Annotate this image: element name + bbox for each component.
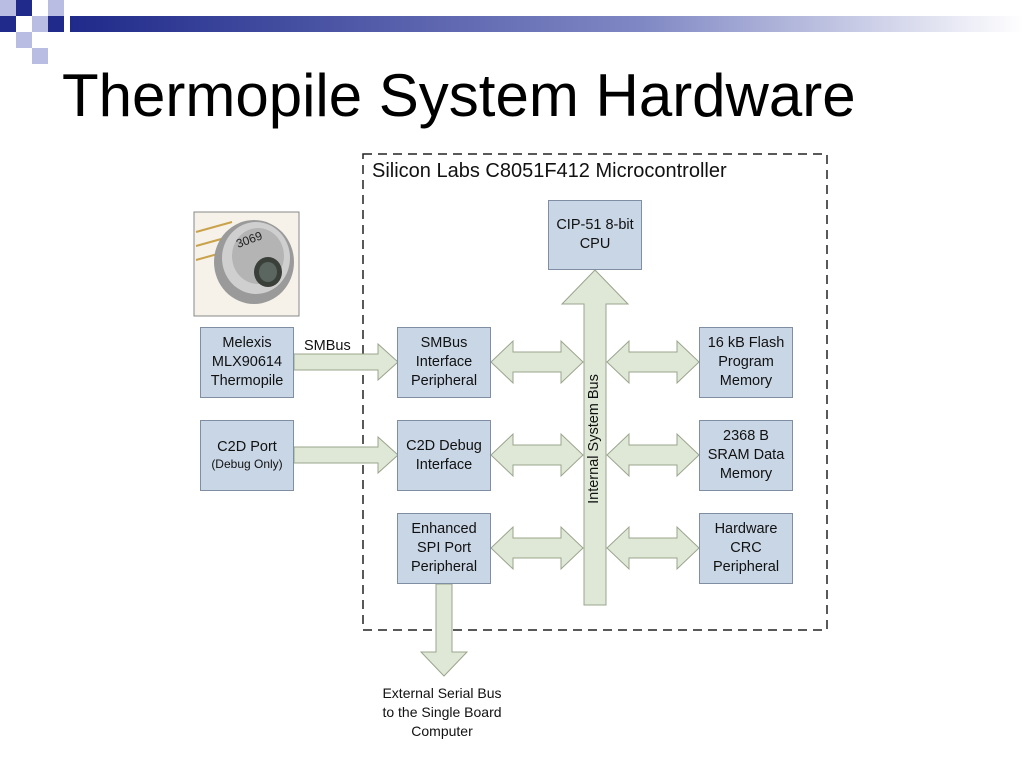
crc-line-1: Hardware (714, 521, 778, 538)
c2d-arrow (293, 435, 399, 475)
c2d-port-line-1: C2D Port (217, 439, 277, 456)
c2d-debug-line-2: Interface (415, 456, 473, 473)
sram-bus-double-arrow (606, 432, 700, 478)
thermopile-line-1: Melexis (222, 335, 272, 352)
external-bus-line-1: External Serial Bus (382, 685, 502, 701)
c2d-debug-block: C2D Debug Interface (397, 420, 491, 491)
crc-peripheral-block: Hardware CRC Peripheral (699, 513, 793, 584)
cpu-block: CIP-51 8-bit CPU (548, 200, 642, 270)
smbus-arrow (293, 342, 399, 382)
spi-bus-double-arrow (490, 525, 584, 571)
spi-peripheral-block: Enhanced SPI Port Peripheral (397, 513, 491, 584)
crc-line-3: Peripheral (712, 558, 780, 575)
c2d-port-line-2: (Debug Only) (211, 457, 283, 472)
internal-bus-label: Internal System Bus (586, 374, 602, 504)
microcontroller-boundary (362, 153, 828, 631)
flash-memory-block: 16 kB Flash Program Memory (699, 327, 793, 398)
internal-bus-arrow (560, 269, 630, 606)
spi-peripheral-line-2: SPI Port (417, 540, 471, 557)
smbus-peripheral-line-1: SMBus (420, 335, 468, 352)
microcontroller-label: Silicon Labs C8051F412 Microcontroller (372, 160, 727, 182)
spi-peripheral-line-1: Enhanced (411, 521, 477, 538)
smbus-peripheral-line-3: Peripheral (410, 372, 478, 389)
flash-bus-double-arrow (606, 339, 700, 385)
sram-line-1: 2368 B (723, 428, 769, 445)
spi-peripheral-line-3: Peripheral (410, 558, 478, 575)
page-title: Thermopile System Hardware (62, 62, 856, 129)
cpu-line-1: CIP-51 8-bit (556, 217, 634, 234)
external-bus-line-3: Computer (411, 722, 473, 739)
thermopile-line-2: MLX90614 (211, 354, 283, 371)
crc-bus-double-arrow (606, 525, 700, 571)
c2d-bus-double-arrow (490, 432, 584, 478)
flash-line-2: Program (718, 354, 774, 371)
smbus-bus-double-arrow (490, 339, 584, 385)
cpu-line-2: CPU (579, 236, 611, 252)
sram-line-3: Memory (719, 465, 773, 482)
c2d-debug-line-1: C2D Debug (406, 437, 482, 454)
smbus-peripheral-block: SMBus Interface Peripheral (397, 327, 491, 398)
thermopile-sensor-image: 3069 (193, 211, 300, 317)
flash-line-1: 16 kB Flash (707, 335, 785, 352)
sram-line-2: SRAM Data (707, 447, 785, 464)
external-bus-line-2: to the Single Board (382, 703, 502, 720)
external-bus-label: External Serial Bus to the Single Board … (366, 684, 518, 741)
title-decoration (0, 0, 1024, 64)
c2d-port-block: C2D Port (Debug Only) (200, 420, 294, 491)
thermopile-line-3: Thermopile (210, 372, 284, 389)
smbus-peripheral-line-2: Interface (415, 354, 473, 371)
thermopile-block: Melexis MLX90614 Thermopile (200, 327, 294, 398)
flash-line-3: Memory (719, 372, 773, 389)
smbus-label: SMBus (304, 338, 351, 354)
crc-line-2: CRC (730, 540, 762, 557)
external-bus-arrow (419, 583, 469, 677)
sram-memory-block: 2368 B SRAM Data Memory (699, 420, 793, 491)
